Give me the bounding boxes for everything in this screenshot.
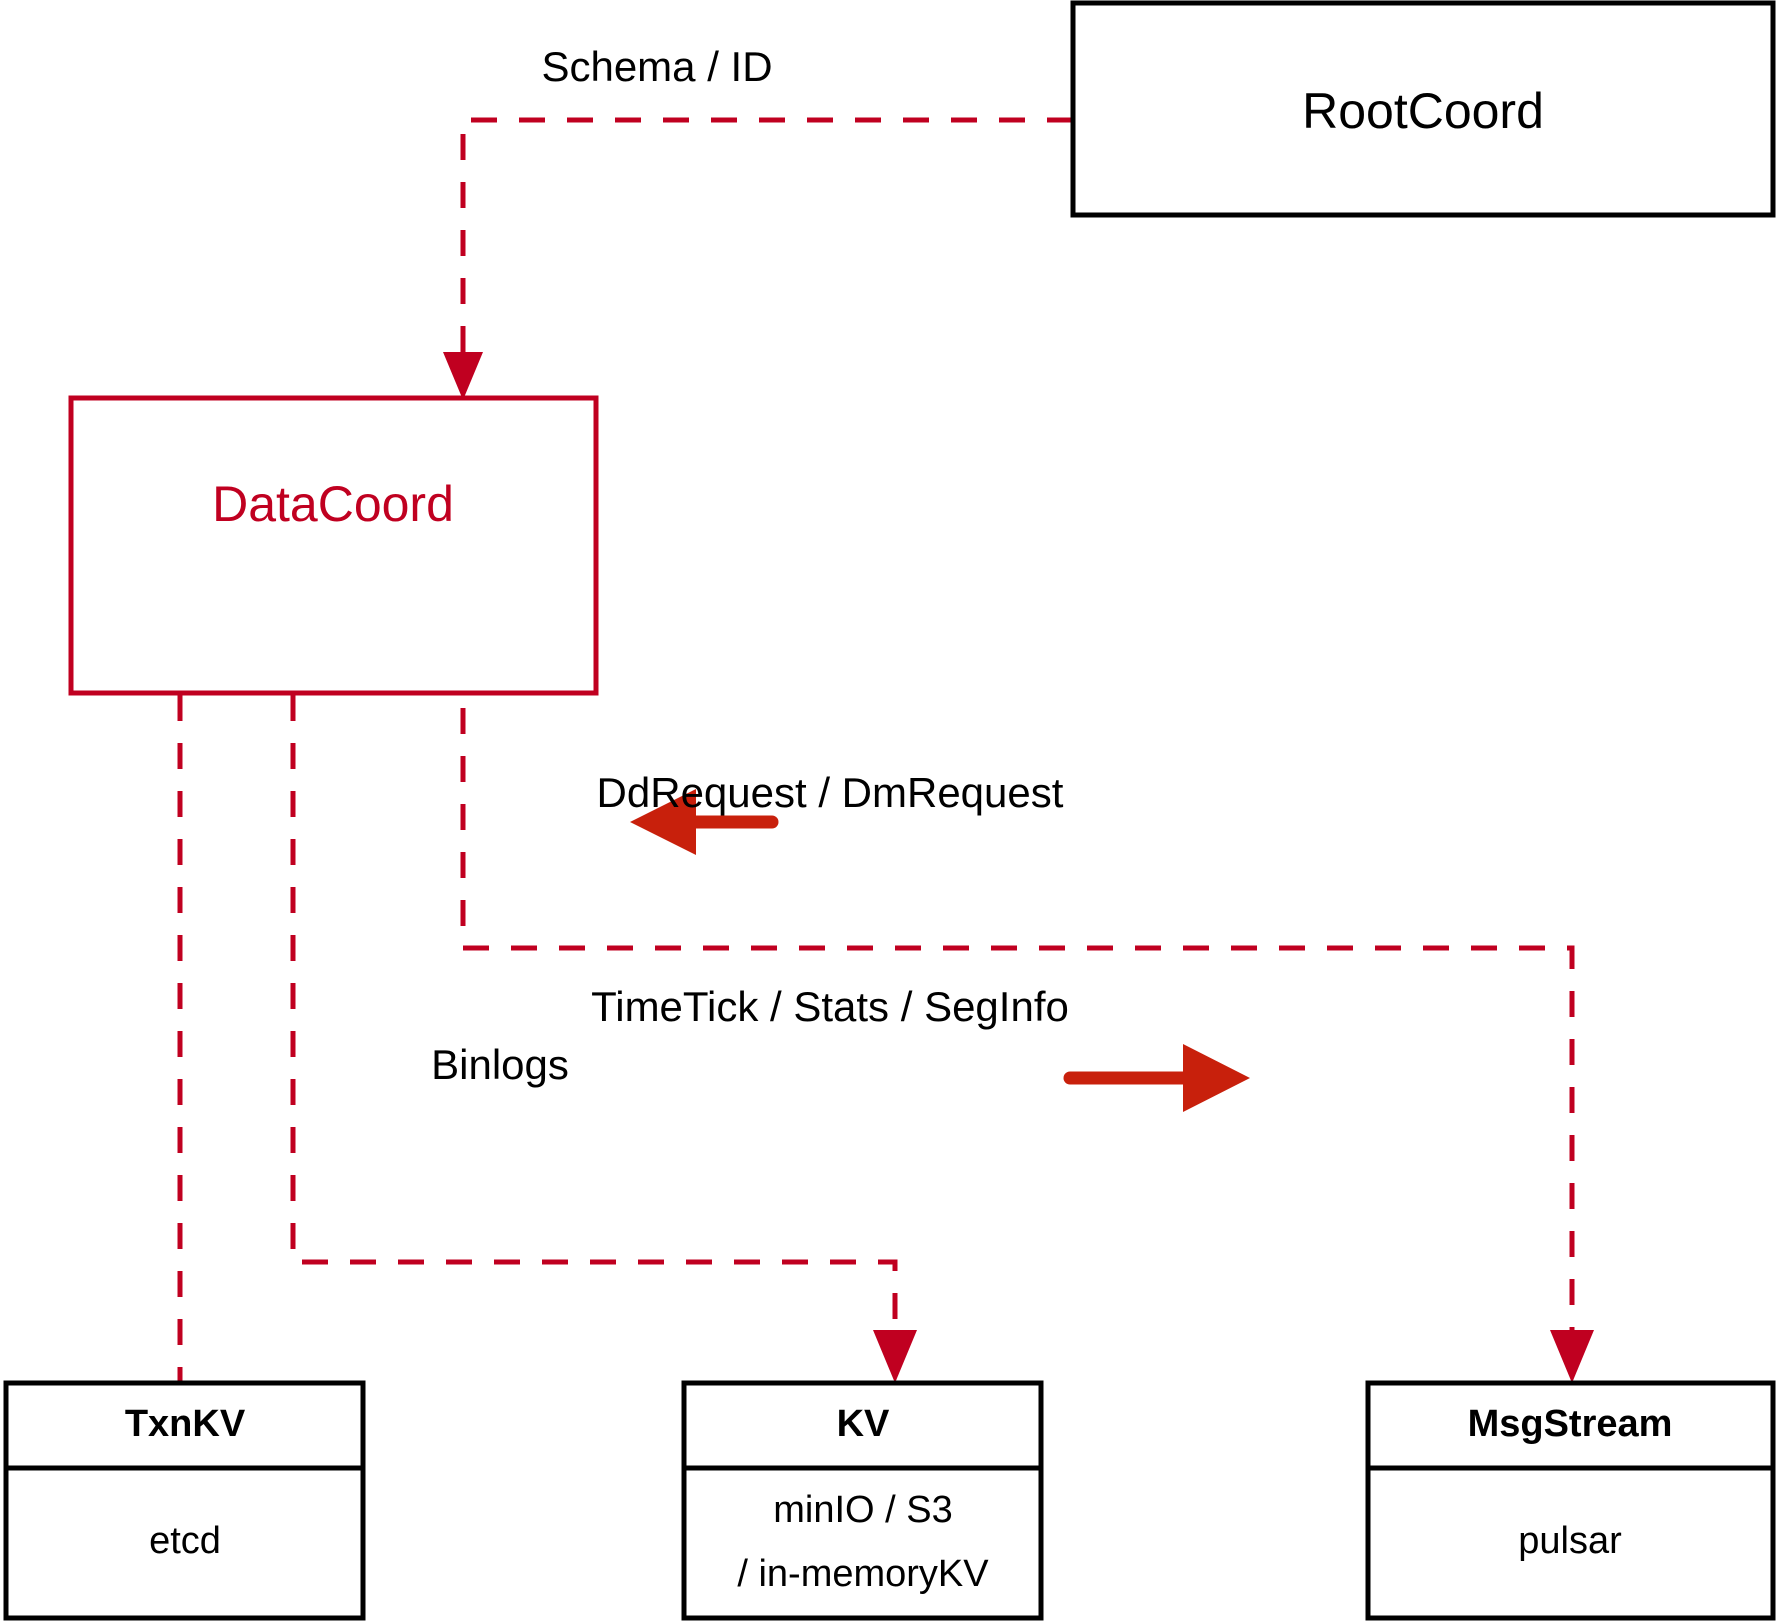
node-msgstream-box[interactable] — [1365, 1380, 1776, 1621]
node-rootcoord-box[interactable] — [1070, 0, 1776, 218]
node-kv-body-line2: / in-memoryKV — [737, 1553, 989, 1595]
edge-label-binlogs: Binlogs — [431, 1041, 569, 1088]
edge-schema-id — [443, 117, 1073, 400]
node-txnkv-box[interactable] — [3, 1380, 366, 1621]
edge-label-dd-dm-request: DdRequest / DmRequest — [597, 769, 1064, 816]
direction-arrow-left — [630, 789, 779, 855]
node-rootcoord-label: RootCoord — [1302, 83, 1544, 139]
edge-binlogs-arrowhead — [873, 1330, 917, 1383]
edge-schema-id-arrowhead — [443, 352, 483, 400]
direction-arrow-right-head — [1183, 1044, 1250, 1112]
node-txnkv-body-line1: etcd — [149, 1520, 221, 1562]
node-msgstream[interactable]: MsgStream pulsar — [1365, 1380, 1776, 1621]
node-datacoord-label: DataCoord — [212, 476, 454, 532]
edge-bus-down-arrowhead — [1550, 1330, 1594, 1383]
direction-arrow-right — [1063, 1044, 1250, 1112]
edge-binlogs — [290, 695, 917, 1383]
node-rootcoord[interactable]: RootCoord — [1070, 0, 1776, 218]
edge-label-schema-id: Schema / ID — [541, 43, 772, 90]
node-kv-header: KV — [837, 1403, 890, 1445]
node-txnkv-header: TxnKV — [125, 1403, 246, 1445]
node-txnkv[interactable]: TxnKV etcd — [3, 1380, 366, 1621]
node-kv-box[interactable] — [681, 1380, 1044, 1621]
node-kv[interactable]: KV minIO / S3 / in-memoryKV — [681, 1380, 1044, 1621]
edge-schema-id-path — [460, 117, 1073, 370]
node-kv-body-line1: minIO / S3 — [773, 1489, 953, 1531]
node-msgstream-header: MsgStream — [1468, 1403, 1673, 1445]
node-datacoord-box[interactable] — [68, 395, 599, 696]
edge-msgstream-bus-path — [460, 660, 1575, 1348]
node-msgstream-body-line1: pulsar — [1518, 1520, 1622, 1562]
node-datacoord[interactable]: DataCoord — [68, 395, 599, 696]
direction-arrow-left-head — [630, 789, 696, 855]
edge-binlogs-path — [290, 695, 898, 1348]
edge-label-timetick-stats-seginfo: TimeTick / Stats / SegInfo — [591, 983, 1069, 1030]
